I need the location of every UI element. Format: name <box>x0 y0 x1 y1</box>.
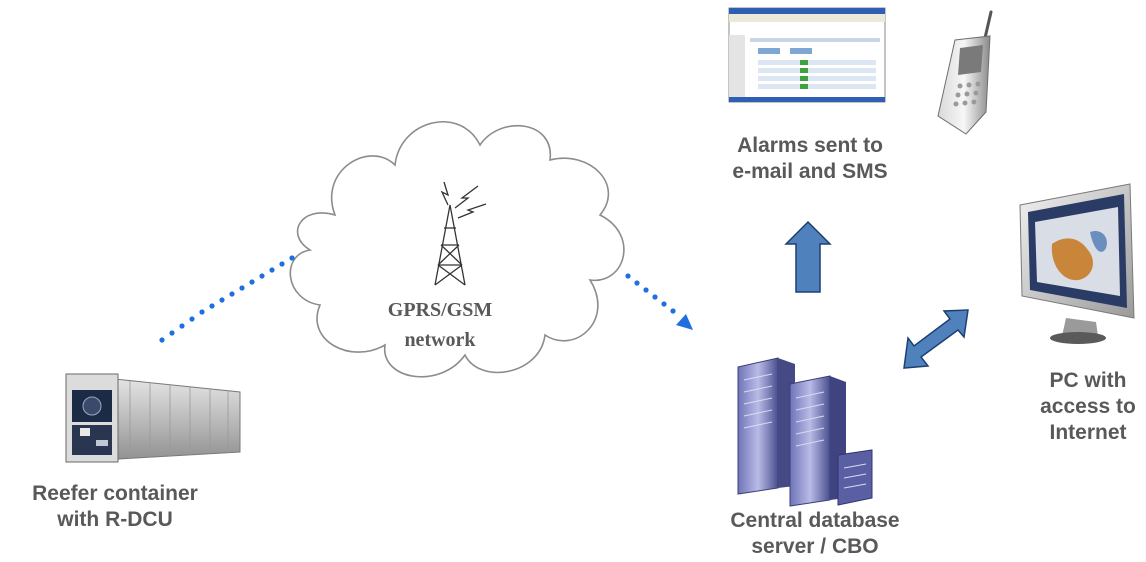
up-arrow <box>784 220 832 293</box>
gsm-tower-icon <box>434 181 487 286</box>
arrowhead <box>676 314 693 330</box>
pc-monitor-icon <box>1019 183 1135 344</box>
reefer-label-line-2: with R-DCU <box>57 508 173 531</box>
mobile-phone-icon <box>937 10 993 135</box>
server-icon <box>737 357 873 507</box>
link-container-to-cloud <box>159 255 295 343</box>
reefer-container-icon <box>65 373 241 463</box>
reefer-label-line-1: Reefer container <box>32 482 198 505</box>
pc-label-line-3: Internet <box>1049 421 1127 444</box>
reefer-label: Reefer container with R-DCU <box>0 481 230 533</box>
network-label-line-1: GPRS/GSM <box>387 299 493 321</box>
double-arrow <box>903 309 969 369</box>
server-label-line-2: server / CBO <box>751 535 879 558</box>
alarms-label: Alarms sent to e-mail and SMS <box>715 133 905 185</box>
network-label: GPRS/GSM network <box>360 295 520 355</box>
pc-label-line-2: access to <box>1040 395 1136 418</box>
link-cloud-to-server <box>625 273 693 330</box>
alarms-label-line-1: Alarms sent to <box>737 134 883 157</box>
network-label-line-2: network <box>404 329 476 351</box>
pc-label: PC with access to Internet <box>1030 368 1146 446</box>
alarms-label-line-2: e-mail and SMS <box>732 160 888 183</box>
server-label: Central database server / CBO <box>700 508 930 560</box>
email-screen-icon <box>728 7 886 103</box>
pc-label-line-1: PC with <box>1049 369 1127 392</box>
server-label-line-1: Central database <box>730 509 900 532</box>
cloud-icon <box>289 121 625 378</box>
